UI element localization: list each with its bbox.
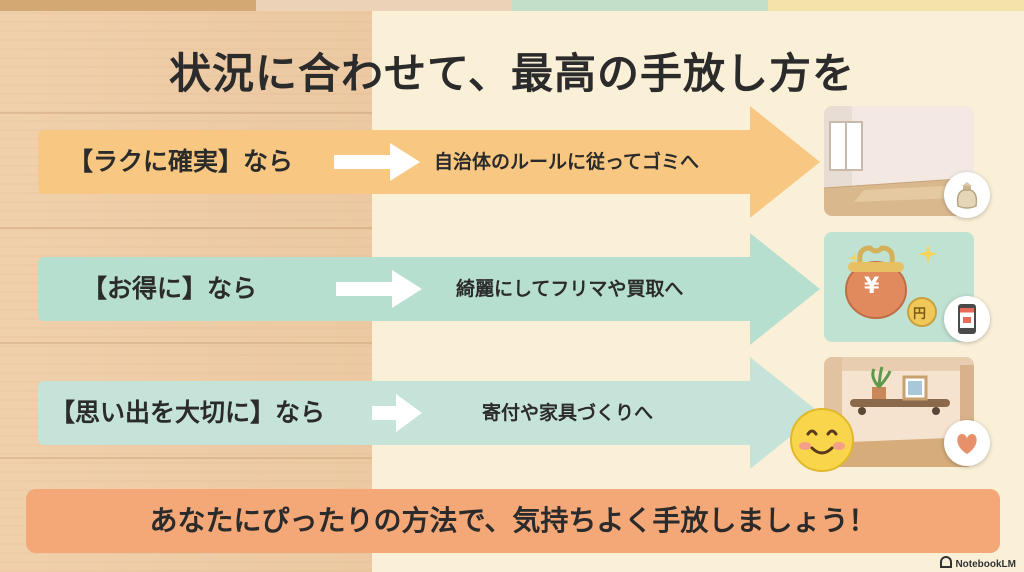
- watermark: NotebookLM: [940, 556, 1016, 570]
- top-color-bar-3: [512, 0, 768, 11]
- notebooklm-logo-icon: [940, 556, 953, 568]
- heart-icon: [944, 420, 990, 466]
- white-arrow-icon: [336, 270, 422, 308]
- option-action: 自治体のルールに従ってゴミへ: [434, 151, 700, 173]
- option-label: 【お得に】なら: [82, 274, 258, 303]
- white-arrow-icon: [372, 394, 422, 432]
- option-label: 【ラクに確実】なら: [68, 147, 294, 176]
- coin-label: 円: [913, 307, 927, 322]
- option-row-easy: 【ラクに確実】なら 自治体のルールに従ってゴミへ: [38, 106, 820, 218]
- arrow-head: [750, 106, 820, 218]
- closing-message-banner: あなたにぴったりの方法で、気持ちよく手放しましょう！: [26, 489, 1000, 553]
- watermark-text: NotebookLM: [955, 559, 1016, 570]
- white-arrow-icon: [334, 143, 420, 181]
- top-color-bar-1: [0, 0, 256, 11]
- smiley-face-icon: [790, 408, 854, 472]
- top-color-bar-4: [768, 0, 1024, 11]
- option-row-memories: 【思い出を大切に】なら 寄付や家具づくりへ: [38, 357, 820, 469]
- option-row-profit: 【お得に】なら 綺麗にしてフリマや買取へ: [38, 233, 820, 345]
- option-label: 【思い出を大切に】なら: [50, 398, 326, 427]
- arrow-head: [750, 233, 820, 345]
- phone-shop-icon: [944, 296, 990, 342]
- top-color-bar-2: [256, 0, 512, 11]
- empty-room-illustration: [824, 106, 974, 216]
- option-action: 寄付や家具づくりへ: [482, 402, 654, 424]
- trash-bag-icon: [944, 172, 990, 218]
- yen-symbol: ¥: [864, 274, 880, 299]
- option-action: 綺麗にしてフリマや買取へ: [456, 278, 684, 300]
- page-title: 状況に合わせて、最高の手放し方を: [169, 49, 855, 98]
